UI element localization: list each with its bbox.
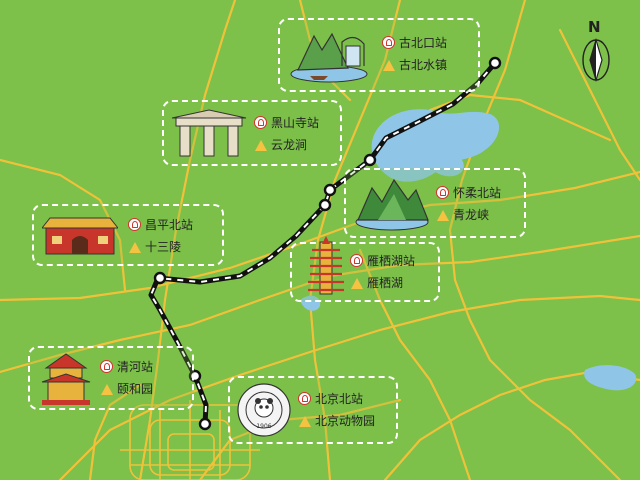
station-row: 雁栖湖站 xyxy=(350,252,415,269)
railway-station-icon xyxy=(436,186,449,199)
stop-card-heishansi[interactable]: 黑山寺站 云龙涧 xyxy=(162,100,342,166)
road xyxy=(308,0,402,480)
road xyxy=(358,248,472,480)
railway-station-icon xyxy=(128,218,141,231)
station-row: 清河站 xyxy=(100,358,153,375)
station-dot-beijing-north[interactable] xyxy=(198,417,212,431)
road xyxy=(138,0,237,480)
zoo-badge-year: 1906 xyxy=(256,423,271,430)
tower-pavilion-illustration xyxy=(41,353,91,405)
station-dot-yanqihu[interactable] xyxy=(318,198,332,212)
attraction-name: 十三陵 xyxy=(145,240,182,254)
station-row: 怀柔北站 xyxy=(436,184,501,201)
scenic-spot-icon xyxy=(298,414,311,427)
attraction-name: 颐和园 xyxy=(117,382,154,396)
station-row: 昌平北站 xyxy=(128,216,193,233)
attraction-row: 青龙峡 xyxy=(436,206,489,223)
scenic-spot-icon xyxy=(100,382,113,395)
scenic-spot-icon xyxy=(382,58,395,71)
attraction-name: 雁栖湖 xyxy=(367,276,404,290)
city-streets xyxy=(120,400,260,480)
yanqi-lake xyxy=(300,295,321,311)
attraction-row: 云龙涧 xyxy=(254,136,307,153)
railway-line-dashes xyxy=(150,62,496,425)
scenic-spot-icon xyxy=(350,276,363,289)
station-name: 古北口站 xyxy=(399,36,448,50)
attraction-name: 北京动物园 xyxy=(315,414,376,428)
compass-north-label: N xyxy=(588,18,601,36)
station-name: 雁栖湖站 xyxy=(367,254,416,268)
attraction-row: 北京动物园 xyxy=(298,412,375,429)
ring-road xyxy=(167,433,215,471)
attraction-row: 十三陵 xyxy=(128,238,181,255)
attraction-row: 古北水镇 xyxy=(382,56,447,73)
station-dot-changping-north[interactable] xyxy=(153,271,167,285)
scenic-spot-icon xyxy=(128,240,141,253)
railway-station-icon xyxy=(100,360,113,373)
road xyxy=(448,0,622,480)
station-name: 昌平北站 xyxy=(145,218,194,232)
stone-gate-illustration xyxy=(171,109,247,157)
compass-arrow-icon xyxy=(582,37,610,83)
station-row: 黑山寺站 xyxy=(254,114,319,131)
road xyxy=(58,294,640,480)
green-gorge-illustration xyxy=(355,178,429,231)
station-dot-gubeikou[interactable] xyxy=(488,56,502,70)
north-compass: N xyxy=(578,18,614,84)
mountain-lake-town-illustration xyxy=(290,32,368,83)
road xyxy=(0,158,127,292)
pagoda-illustration xyxy=(308,236,344,295)
stop-card-yanqihu[interactable]: 雁栖湖站 雁栖湖 xyxy=(290,236,440,302)
stop-card-changping-north[interactable]: 昌平北站 十三陵 xyxy=(32,204,224,266)
stop-card-beijing-north[interactable]: 1906 北京北站 北京动物园 xyxy=(228,376,398,444)
station-dot-heishansi[interactable] xyxy=(363,153,377,167)
attraction-row: 颐和园 xyxy=(100,380,153,397)
attraction-row: 雁栖湖 xyxy=(350,274,403,291)
road xyxy=(558,28,640,182)
stop-card-qinghe[interactable]: 清河站 颐和园 xyxy=(28,346,194,410)
ming-tomb-gate-illustration xyxy=(42,217,118,255)
station-row: 古北口站 xyxy=(382,34,447,51)
station-name: 黑山寺站 xyxy=(271,116,320,130)
attraction-name: 青龙峡 xyxy=(453,208,490,222)
lake xyxy=(584,365,637,391)
station-name: 清河站 xyxy=(117,360,154,374)
zoo-badge-illustration: 1906 xyxy=(237,383,291,437)
railway-station-icon xyxy=(350,254,363,267)
railway-station-icon xyxy=(298,392,311,405)
station-dot-huairou-north[interactable] xyxy=(323,183,337,197)
stop-card-gubeikou[interactable]: 古北口站 古北水镇 xyxy=(278,18,480,92)
scenic-spot-icon xyxy=(436,208,449,221)
road xyxy=(88,383,142,480)
scenic-spot-icon xyxy=(254,138,267,151)
stop-card-huairou-north[interactable]: 怀柔北站 青龙峡 xyxy=(344,168,526,238)
attraction-name: 云龙涧 xyxy=(271,138,308,152)
reservoir-inlet xyxy=(429,153,464,177)
station-row: 北京北站 xyxy=(298,390,363,407)
railway-station-icon xyxy=(254,116,267,129)
station-name: 北京北站 xyxy=(315,392,364,406)
railway-station-icon xyxy=(382,36,395,49)
attraction-name: 古北水镇 xyxy=(399,58,448,72)
station-name: 怀柔北站 xyxy=(453,186,502,200)
road xyxy=(0,170,640,302)
